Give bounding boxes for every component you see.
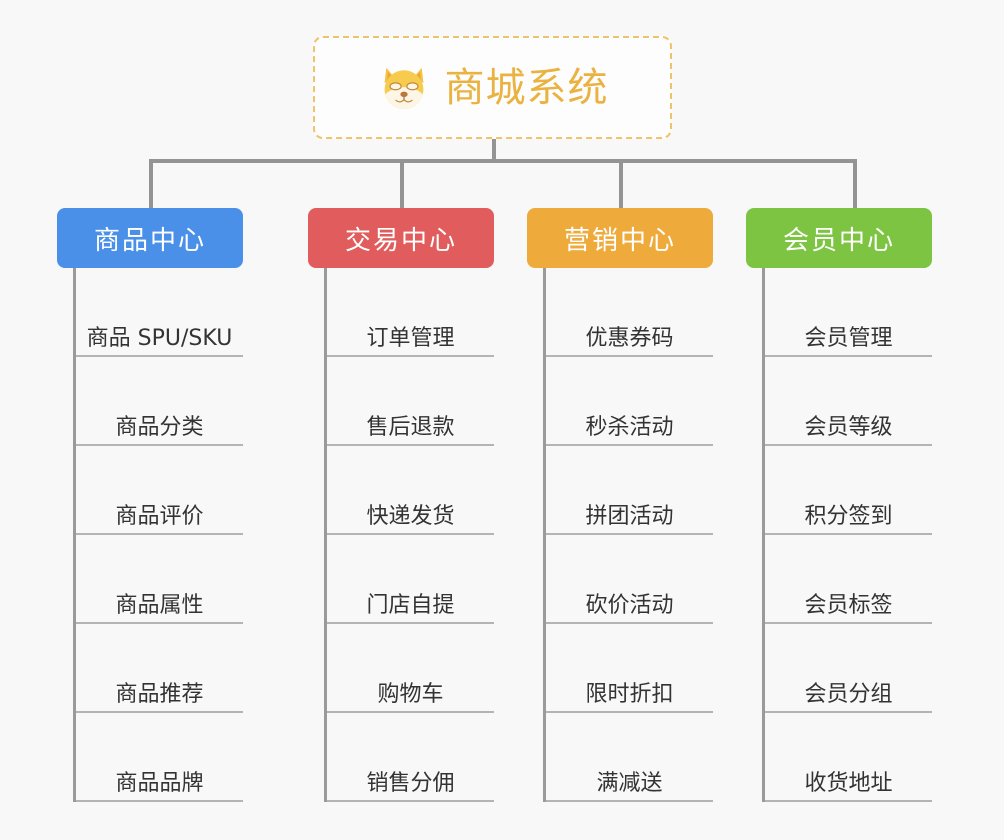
connector-drop-1 [149,159,153,208]
branch-header-member-center[interactable]: 会员中心 [746,208,932,268]
connector-drop-3 [619,159,623,208]
leaf-item[interactable]: 收货地址 [765,713,932,802]
leaf-item-label: 优惠券码 [585,325,674,351]
leaf-item[interactable]: 购物车 [327,624,494,713]
leaf-item[interactable]: 限时折扣 [546,624,713,713]
leaf-item-label: 门店自提 [366,592,455,618]
branch-column-trade-center: 交易中心订单管理售后退款快递发货门店自提购物车销售分佣 [308,208,494,802]
branch-header-product-center[interactable]: 商品中心 [57,208,243,268]
leaf-item[interactable]: 满减送 [546,713,713,802]
leaf-item-label: 限时折扣 [585,681,674,707]
leaf-item-label: 商品属性 [115,592,204,618]
leaf-item-label: 售后退款 [366,414,455,440]
leaf-item[interactable]: 商品评价 [76,446,243,535]
leaf-item-label: 会员标签 [804,592,893,618]
branch-items-product-center: 商品 SPU/SKU 商品分类商品评价商品属性商品推荐商品品牌 [73,268,243,802]
leaf-item[interactable]: 商品品牌 [76,713,243,802]
leaf-item-label: 会员等级 [804,414,893,440]
leaf-item-label: 商品推荐 [115,681,204,707]
connector-trunk-horizontal [149,159,857,163]
leaf-item[interactable]: 积分签到 [765,446,932,535]
branch-items-member-center: 会员管理会员等级积分签到会员标签会员分组收货地址 [762,268,932,802]
leaf-item-label: 收货地址 [804,770,893,796]
root-title: 商城系统 [444,64,609,111]
branch-header-marketing-center[interactable]: 营销中心 [527,208,713,268]
leaf-item-label: 满减送 [596,770,663,796]
leaf-item[interactable]: 商品属性 [76,535,243,624]
leaf-item-label: 秒杀活动 [585,414,674,440]
leaf-item-label: 购物车 [377,681,444,707]
leaf-item[interactable]: 会员标签 [765,535,932,624]
leaf-item[interactable]: 会员等级 [765,357,932,446]
leaf-item[interactable]: 会员分组 [765,624,932,713]
leaf-item[interactable]: 门店自提 [327,535,494,624]
root-node[interactable]: 商城系统 [313,36,672,139]
leaf-item[interactable]: 商品分类 [76,357,243,446]
leaf-item[interactable]: 优惠券码 [546,268,713,357]
branch-column-member-center: 会员中心会员管理会员等级积分签到会员标签会员分组收货地址 [746,208,932,802]
leaf-item-label: 订单管理 [366,325,455,351]
leaf-item-label: 商品分类 [115,414,204,440]
leaf-item[interactable]: 销售分佣 [327,713,494,802]
connector-drop-4 [853,159,857,208]
branch-column-product-center: 商品中心商品 SPU/SKU 商品分类商品评价商品属性商品推荐商品品牌 [57,208,243,802]
leaf-item[interactable]: 快递发货 [327,446,494,535]
leaf-item-label: 商品 SPU/SKU [86,325,233,351]
leaf-item[interactable]: 秒杀活动 [546,357,713,446]
branch-items-marketing-center: 优惠券码秒杀活动拼团活动砍价活动限时折扣满减送 [543,268,713,802]
leaf-item-label: 砍价活动 [585,592,674,618]
leaf-item[interactable]: 拼团活动 [546,446,713,535]
leaf-item-label: 积分签到 [804,503,893,529]
leaf-item-label: 商品评价 [115,503,204,529]
leaf-item-label: 会员分组 [804,681,893,707]
leaf-item-label: 商品品牌 [115,770,204,796]
leaf-item-label: 会员管理 [804,325,893,351]
leaf-item[interactable]: 商品推荐 [76,624,243,713]
leaf-item-label: 拼团活动 [585,503,674,529]
branch-column-marketing-center: 营销中心优惠券码秒杀活动拼团活动砍价活动限时折扣满减送 [527,208,713,802]
connector-trunk-vertical [492,139,496,163]
leaf-item[interactable]: 订单管理 [327,268,494,357]
connector-drop-2 [400,159,404,208]
leaf-item-label: 快递发货 [366,503,455,529]
leaf-item[interactable]: 砍价活动 [546,535,713,624]
leaf-item[interactable]: 商品 SPU/SKU [76,268,243,357]
leaf-item-label: 销售分佣 [366,770,455,796]
branch-items-trade-center: 订单管理售后退款快递发货门店自提购物车销售分佣 [324,268,494,802]
branch-header-trade-center[interactable]: 交易中心 [308,208,494,268]
shiba-dog-face-icon [384,67,423,109]
leaf-item[interactable]: 会员管理 [765,268,932,357]
leaf-item[interactable]: 售后退款 [327,357,494,446]
